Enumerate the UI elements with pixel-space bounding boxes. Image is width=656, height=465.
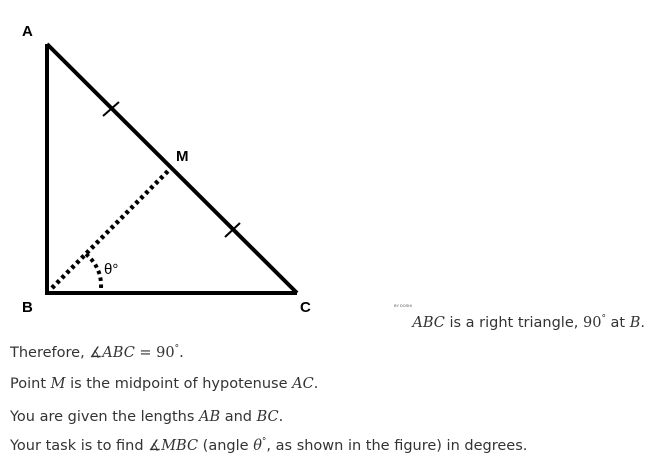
angle-arc <box>84 252 104 289</box>
description-line-1: Therefore, ∡ABC = 90°. <box>10 344 184 361</box>
description-line-3: You are given the lengths AB and BC. <box>10 409 283 425</box>
line-4-text-3: , as shown in the figure) in degrees. <box>266 437 528 454</box>
segment-ab: AB <box>198 409 221 425</box>
vertex-b-ref: B <box>629 314 641 331</box>
angle-value: 90 <box>582 314 602 331</box>
line-3-text-1: You are given the lengths <box>10 409 199 425</box>
angle-sign: ∡ <box>89 344 103 361</box>
watermark: BY DOSHI <box>394 304 412 308</box>
tick-mark-mc <box>224 222 241 238</box>
line-2-text-2: is the midpoint of hypotenuse <box>65 376 293 392</box>
segment-ac: AC <box>292 376 314 392</box>
vertex-label-c: C <box>300 299 311 316</box>
segment-bc: BC <box>256 409 279 425</box>
line-4-text-1: Your task is to find <box>10 437 149 454</box>
degree-symbol: ° <box>261 437 267 447</box>
caption-text-2: at <box>605 314 630 331</box>
vertex-label-b: B <box>22 299 33 316</box>
right-triangle-diagram: A B C M θ° BY DOSHI <box>22 23 412 316</box>
line-2-end: . <box>313 376 319 392</box>
angle-label-theta: θ° <box>104 261 118 278</box>
description-line-2: Point M is the midpoint of hypotenuse AC… <box>10 376 318 392</box>
figure-caption: ABC is a right triangle, 90° at B. <box>412 314 645 331</box>
theta-symbol: θ <box>253 437 262 454</box>
tick-mark-am <box>102 101 120 117</box>
line-3-end: . <box>278 409 284 425</box>
line-1-end: . <box>179 344 184 361</box>
triangle-name: ABC <box>412 314 445 331</box>
angle-sign: ∡ <box>148 437 162 454</box>
vertex-label-a: A <box>22 23 33 40</box>
angle-mbc: MBC <box>161 437 199 454</box>
caption-end: . <box>640 314 645 331</box>
line-1-text: Therefore, <box>10 344 90 361</box>
point-m: M <box>50 376 66 392</box>
midpoint-label-m: M <box>176 148 189 165</box>
degree-symbol: ° <box>174 344 180 354</box>
caption-text-1: is a right triangle, <box>444 314 583 331</box>
degree-symbol: ° <box>601 314 606 324</box>
line-4-text-2: (angle <box>198 437 254 454</box>
line-3-text-2: and <box>220 409 257 425</box>
angle-abc: ABC <box>102 344 135 361</box>
description-line-4: Your task is to find ∡MBC (angle θ°, as … <box>10 437 527 454</box>
line-2-text-1: Point <box>10 376 51 392</box>
hypotenuse-ac <box>45 42 299 295</box>
equals-ninety: = 90 <box>134 344 175 361</box>
